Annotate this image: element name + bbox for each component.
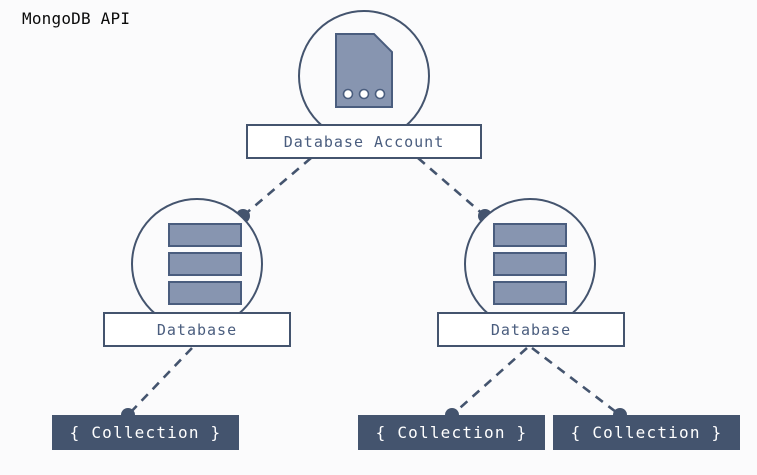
database-right-label: Database [491,321,571,339]
collection-2-label: { Collection } [376,423,528,442]
database-left-label: Database [157,321,237,339]
page-title: MongoDB API [22,9,130,28]
edge-database-left-to-collection-1 [121,347,193,422]
edge-database-right-to-collection-3 [531,346,627,422]
collection-1-label: { Collection } [70,423,222,442]
collection-2-box [358,415,545,450]
database-right-label-box [437,312,625,347]
database-left-label-box [103,312,291,347]
account-label: Database Account [284,133,445,151]
node-database-account[interactable]: Database Account [246,10,482,159]
edge-database-right-to-collection-2 [445,347,528,422]
node-collection-3[interactable]: { Collection } [553,415,740,450]
database-stack-icon [493,223,567,305]
collection-3-box [553,415,740,450]
edge-account-to-database-right [417,157,492,223]
node-database-right[interactable]: Database [437,198,625,347]
document-icon [335,33,393,108]
node-collection-2[interactable]: { Collection } [358,415,545,450]
account-label-box [246,124,482,159]
node-database-left[interactable]: Database [103,198,291,347]
collection-1-box [52,415,239,450]
database-stack-icon [168,223,242,305]
edge-account-to-database-left [236,157,312,223]
collection-3-label: { Collection } [571,423,723,442]
node-collection-1[interactable]: { Collection } [52,415,239,450]
